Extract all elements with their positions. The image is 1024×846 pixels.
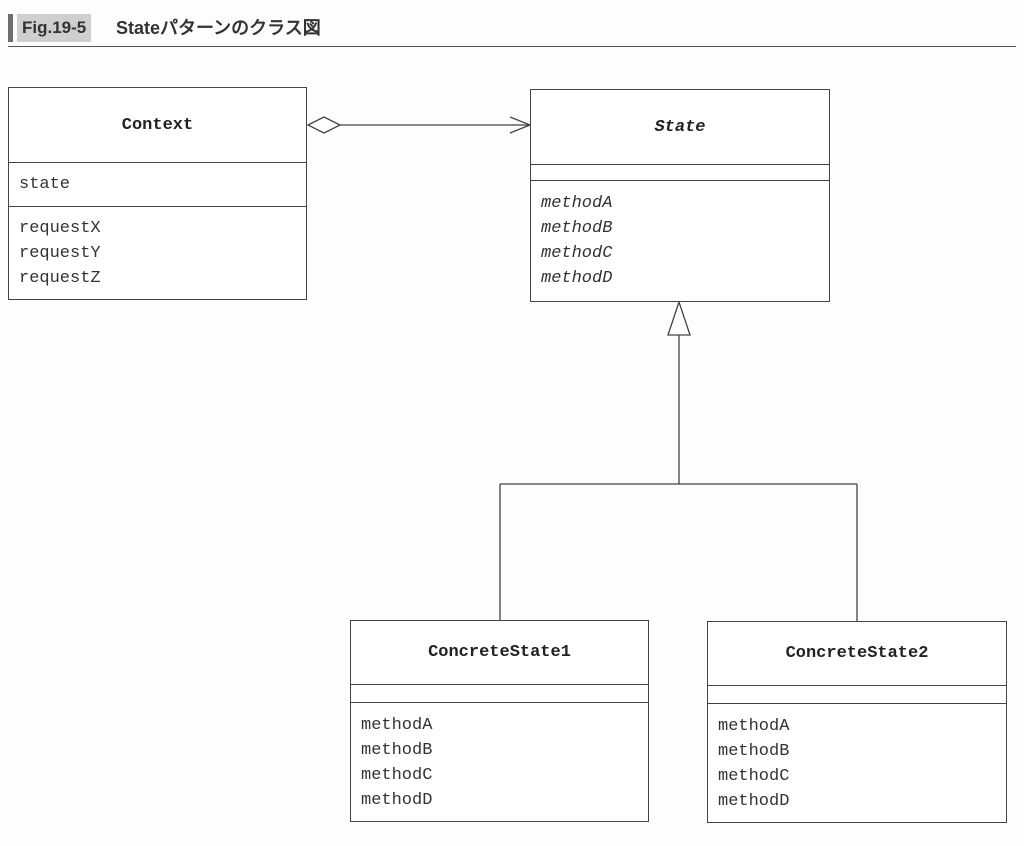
method-b: methodB	[718, 742, 790, 761]
class-context: Context state requestX requestY requestZ	[8, 87, 307, 300]
class-concrete-state-2: ConcreteState2 methodA methodB methodC m…	[707, 621, 1007, 823]
figure-label: Fig.19-5	[17, 14, 92, 42]
methods-state: methodA methodB methodC methodD	[531, 181, 829, 291]
aggregation-diamond	[306, 116, 342, 134]
attributes-state	[531, 165, 829, 181]
method-request-y: requestY	[19, 244, 101, 263]
method-c: methodC	[718, 767, 790, 786]
class-name-state: State	[531, 90, 829, 165]
class-name-concrete-state-2: ConcreteState2	[708, 622, 1006, 686]
class-name-concrete-state-1: ConcreteState1	[351, 621, 648, 685]
method-d: methodD	[718, 792, 790, 811]
method-d: methodD	[361, 791, 433, 810]
class-state: State methodA methodB methodC methodD	[530, 89, 830, 302]
figure-title: Stateパターンのクラス図	[116, 18, 321, 38]
class-name-context: Context	[9, 88, 306, 163]
method-c: methodC	[361, 766, 433, 785]
method-d: methodD	[541, 269, 613, 288]
methods-context: requestX requestY requestZ	[9, 207, 306, 291]
attribute-state: state	[19, 175, 71, 194]
method-request-x: requestX	[19, 219, 101, 238]
generalization-triangle	[667, 299, 691, 336]
method-b: methodB	[361, 741, 433, 760]
method-c: methodC	[541, 244, 613, 263]
attributes-concrete-state-1	[351, 685, 648, 703]
attributes-context: state	[9, 163, 306, 207]
class-concrete-state-1: ConcreteState1 methodA methodB methodC m…	[350, 620, 649, 822]
method-a: methodA	[718, 717, 790, 736]
header-accent-bar	[8, 14, 13, 42]
method-b: methodB	[541, 219, 613, 238]
method-request-z: requestZ	[19, 269, 101, 288]
methods-concrete-state-2: methodA methodB methodC methodD	[708, 704, 1006, 814]
figure-header: Fig.19-5 Stateパターンのクラス図	[8, 12, 1016, 47]
method-a: methodA	[541, 194, 613, 213]
attributes-concrete-state-2	[708, 686, 1006, 704]
method-a: methodA	[361, 716, 433, 735]
methods-concrete-state-1: methodA methodB methodC methodD	[351, 703, 648, 813]
